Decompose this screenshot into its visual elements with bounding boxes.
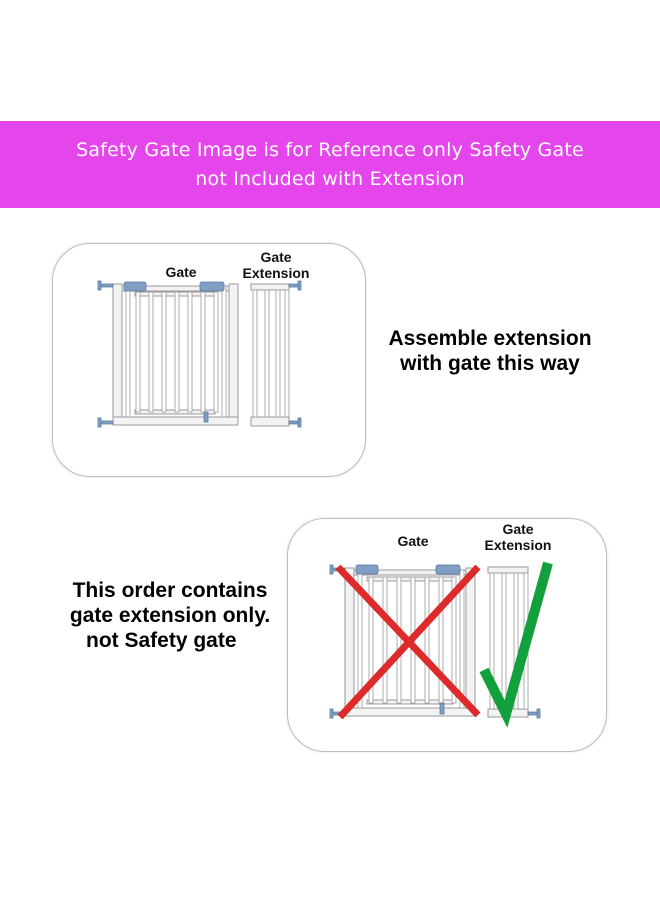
extension-label-line-2: Extension: [242, 265, 310, 281]
assembly-caption: Assemble extension with gate this way: [372, 326, 608, 376]
notice-banner: Safety Gate Image is for Reference only …: [0, 121, 660, 208]
extension-label-bottom-line-2: Extension: [484, 537, 552, 553]
order-caption-line-3: not Safety gate: [86, 629, 237, 652]
order-caption-line-1: This order contains: [72, 579, 268, 602]
green-check-icon: [479, 561, 553, 728]
order-caption: This order contains gate extension only.…: [60, 578, 280, 653]
notice-line-2: not Included with Extension: [195, 167, 465, 190]
assembly-panel: [52, 243, 366, 477]
extension-bolts-bottom: [527, 708, 541, 719]
red-x-icon: [335, 564, 481, 720]
gate-bars-bottom: [357, 569, 465, 709]
extension-label-bottom: Gate Extension: [474, 521, 562, 553]
order-caption-line-2: gate extension only.: [69, 604, 271, 627]
extension-label-bottom-line-1: Gate: [502, 521, 534, 537]
extension-label-line-1: Gate: [260, 249, 292, 265]
gate-bars: [125, 285, 227, 418]
gate-label-bottom: Gate: [397, 533, 429, 549]
extension-bars: [252, 289, 290, 418]
gate-frame-bottom: [344, 567, 476, 717]
assembly-caption-line-1: Assemble extension: [388, 327, 592, 350]
gate-latches: [97, 280, 225, 428]
notice-line-1: Safety Gate Image is for Reference only …: [76, 138, 584, 161]
extension-label: Gate Extension: [232, 249, 320, 281]
assembly-caption-line-2: with gate this way: [400, 352, 580, 375]
extension-bolts: [288, 280, 302, 428]
gate-label: Gate: [165, 264, 197, 280]
